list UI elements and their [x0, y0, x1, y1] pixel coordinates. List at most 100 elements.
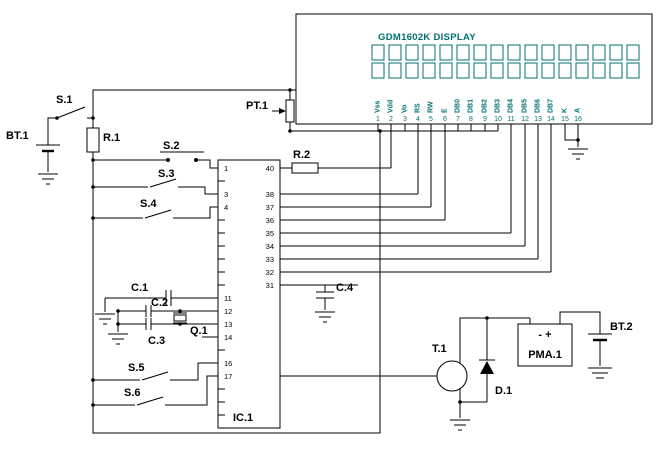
- ic-pin-number: 31: [266, 281, 274, 290]
- display-pin-number: 7: [456, 116, 460, 123]
- display-pin-number: 1: [376, 116, 380, 123]
- capacitor-c3: C.3: [145, 318, 165, 347]
- ic-pin-number: 40: [266, 164, 274, 173]
- label-c1: C.1: [131, 282, 148, 294]
- crystal-body: [173, 314, 187, 322]
- ground-display: [568, 148, 588, 160]
- label-r1: R.1: [103, 132, 120, 144]
- ic-pin-number: 13: [224, 320, 232, 329]
- motor-pma1: - + PMA.1: [517, 323, 573, 367]
- ic-pin-number: 11: [224, 294, 232, 303]
- label-pma1: PMA.1: [528, 349, 562, 361]
- pot-wiper-arrow: [279, 108, 286, 114]
- crystal-q1: Q.1: [173, 314, 208, 337]
- display-pin-label: RS: [415, 103, 422, 113]
- display-pin-number: 11: [507, 116, 514, 123]
- capacitor-plates: [165, 290, 172, 306]
- ic-pin-number: 14: [224, 333, 232, 342]
- display-pin-label: DB6: [535, 99, 542, 113]
- display-cells-row1: [371, 44, 640, 61]
- ic-unused-pin-ticks: [218, 180, 225, 416]
- ground-symbols: [38, 148, 612, 431]
- label-t1: T.1: [432, 343, 447, 355]
- motor-polarity: - +: [538, 329, 551, 341]
- display-pin-number: 6: [443, 116, 447, 123]
- ground-bt2: [588, 367, 612, 379]
- wiring-display-bus: [280, 124, 579, 310]
- ic-pin-number: 32: [266, 268, 274, 277]
- resistor-r2: R.2: [291, 149, 319, 174]
- diode-d1: D.1: [480, 361, 512, 397]
- label-pt1: PT.1: [246, 100, 268, 112]
- capacitor-plates: [316, 291, 334, 299]
- ic-pin-number: 37: [266, 203, 274, 212]
- battery-bt2: BT.2: [588, 321, 633, 342]
- display-pin-number: 16: [574, 116, 582, 123]
- label-c3: C.3: [148, 335, 165, 347]
- display-pin-number: 3: [403, 116, 407, 123]
- display-pin-label: E: [442, 108, 449, 113]
- junction-dots: [55, 88, 580, 407]
- label-ic1: IC.1: [233, 412, 253, 424]
- label-c2: C.2: [151, 297, 168, 309]
- ic-body: [217, 159, 281, 429]
- display-pin-number: 12: [521, 116, 529, 123]
- transistor-t1: T.1: [432, 343, 468, 392]
- display-pin-label: DB0: [455, 99, 462, 113]
- lcd-display: GDM1602K DISPLAY Vss Vdd Vo RS RW E DB0 …: [295, 13, 653, 125]
- display-pin-label: DB2: [482, 99, 489, 113]
- display-pin-label: DB1: [468, 99, 475, 113]
- display-pin-number: 2: [389, 116, 393, 123]
- display-pin-label: DB7: [548, 99, 555, 113]
- ground-t1: [450, 419, 470, 431]
- label-s2: S.2: [163, 140, 180, 152]
- ic-pin-number: 34: [266, 242, 274, 251]
- resistor-body: [291, 162, 319, 174]
- ic-pin-number: 35: [266, 229, 274, 238]
- wiring: [47, 89, 601, 434]
- capacitor-plates: [145, 305, 152, 317]
- ic-pin-number: 33: [266, 255, 274, 264]
- pot-body: [285, 99, 295, 123]
- label-d1: D.1: [495, 385, 512, 397]
- capacitor-c4: C.4: [316, 282, 354, 299]
- label-q1: Q.1: [190, 325, 208, 337]
- label-r2: R.2: [293, 149, 310, 161]
- display-pin-numbers: 1 2 3 4 5 6 7 8 9 10 11 12 13 14 15 16: [376, 116, 582, 123]
- display-pin-number: 10: [494, 116, 502, 123]
- resistor-body: [86, 127, 100, 153]
- capacitor-c1: C.1: [131, 282, 172, 306]
- label-s3: S.3: [158, 168, 175, 180]
- ic1-chip: 1 3 4 11 12 13 14 16 17 40 38 37 36 35 3…: [217, 159, 281, 429]
- display-pin-number: 4: [416, 116, 420, 123]
- display-pin-number: 13: [534, 116, 542, 123]
- display-title: GDM1602K DISPLAY: [378, 32, 476, 43]
- display-pin-number: 5: [429, 116, 433, 123]
- ground-crystal: [108, 333, 128, 345]
- ic-pin-number: 12: [224, 307, 232, 316]
- ic-pin-number: 38: [266, 190, 274, 199]
- motor-body: [517, 323, 573, 367]
- ground-bt1: [38, 173, 58, 185]
- resistor-r1: R.1: [86, 127, 120, 153]
- ground-c4: [315, 311, 335, 323]
- battery-bt1: BT.1: [6, 130, 60, 153]
- ic-pin-number: 36: [266, 216, 274, 225]
- display-pin-label: DB4: [508, 99, 515, 113]
- label-s5: S.5: [128, 362, 145, 374]
- diode-triangle: [480, 361, 494, 374]
- display-pin-label: Vo: [402, 105, 409, 113]
- ground-c1: [95, 313, 115, 325]
- label-bt2: BT.2: [610, 321, 633, 333]
- display-cells-row2: [371, 62, 640, 79]
- display-pin-label: RW: [428, 101, 435, 113]
- label-s4: S.4: [140, 198, 157, 210]
- display-pin-number: 9: [483, 116, 487, 123]
- ic-pin-number: 16: [224, 359, 232, 368]
- transistor-body: [436, 360, 468, 392]
- potentiometer-pt1: PT.1: [246, 99, 295, 123]
- display-pin-number: 14: [547, 116, 555, 123]
- label-s6: S.6: [124, 387, 141, 399]
- capacitor-c2: C.2: [145, 297, 168, 317]
